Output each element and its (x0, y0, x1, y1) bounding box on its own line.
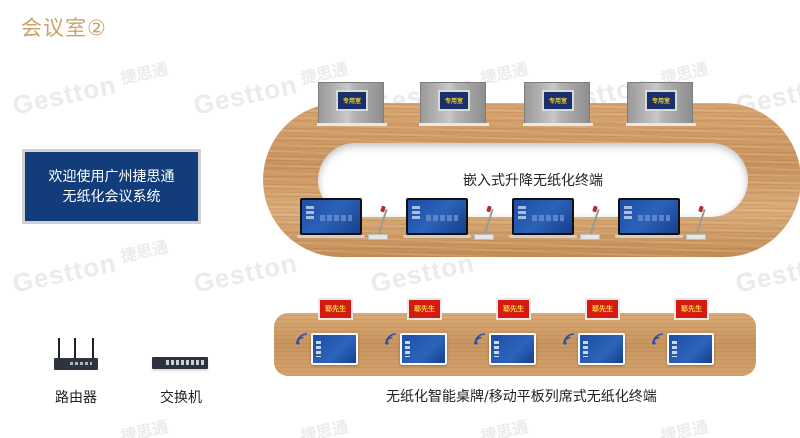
wifi-icon (474, 333, 486, 345)
laptop-terminal (297, 198, 365, 238)
lift-monitor-screen: 专用室 (438, 90, 470, 111)
microphone-icon (474, 205, 494, 240)
switch-label: 交换机 (160, 390, 202, 406)
wifi-icon (296, 333, 308, 345)
smart-nameplate: 耶先生 (318, 298, 353, 320)
welcome-screen: 欢迎使用广州捷思通 无纸化会议系统 (22, 149, 201, 224)
mobile-tablet (311, 333, 358, 365)
laptop-terminal (509, 198, 577, 238)
mobile-tablet (578, 333, 625, 365)
microphone-icon (368, 205, 388, 240)
lift-monitor: 专用室 (419, 82, 489, 126)
smart-nameplate: 耶先生 (407, 298, 442, 320)
watermark-cn: 捷思通 (118, 417, 170, 438)
smart-nameplate: 耶先生 (496, 298, 531, 320)
lift-monitor: 专用室 (317, 82, 387, 126)
watermark-gestton: Gestton (732, 247, 800, 299)
watermark-cn: 捷思通 (658, 417, 710, 438)
wifi-icon (652, 333, 664, 345)
mobile-tablet (489, 333, 536, 365)
laptop-screen (620, 200, 678, 233)
mobile-tablet (400, 333, 447, 365)
lift-monitor-screen: 专用室 (336, 90, 368, 111)
mobile-tablet (667, 333, 714, 365)
lift-monitor-base (523, 123, 593, 126)
laptop-terminal (615, 198, 683, 238)
router-icon (54, 338, 98, 370)
watermark-cn: 捷思通 (118, 237, 170, 266)
lift-monitor: 专用室 (523, 82, 593, 126)
lift-monitor-base (317, 123, 387, 126)
smart-nameplate: 耶先生 (585, 298, 620, 320)
watermark-gestton: Gestton (190, 69, 301, 121)
laptop-screen (514, 200, 572, 233)
lift-monitor-base (419, 123, 489, 126)
welcome-line-1: 欢迎使用广州捷思通 (48, 168, 175, 185)
watermark-cn: 捷思通 (478, 417, 530, 438)
wifi-icon (385, 333, 397, 345)
laptop-screen (408, 200, 466, 233)
laptop-terminal (403, 198, 471, 238)
lift-monitor-screen: 专用室 (645, 90, 677, 111)
lift-monitor-screen: 专用室 (542, 90, 574, 111)
welcome-line-2: 无纸化会议系统 (62, 188, 161, 205)
lift-monitor-base (626, 123, 696, 126)
switch-icon (152, 357, 208, 369)
page-title: 会议室② (21, 16, 107, 40)
wifi-icon (563, 333, 575, 345)
tablet-screen (580, 335, 623, 363)
watermark-gestton: Gestton (9, 69, 120, 121)
tablet-screen (313, 335, 356, 363)
watermark-cn: 捷思通 (118, 59, 170, 88)
lift-monitor: 专用室 (626, 82, 696, 126)
router-label: 路由器 (55, 390, 97, 406)
laptop-screen (302, 200, 360, 233)
watermark-gestton: Gestton (9, 247, 120, 299)
oval-table-label: 嵌入式升降无纸化终端 (463, 173, 603, 189)
smart-nameplate: 耶先生 (674, 298, 709, 320)
watermark-cn: 捷思通 (298, 417, 350, 438)
tablet-screen (491, 335, 534, 363)
microphone-icon (686, 205, 706, 240)
microphone-icon (580, 205, 600, 240)
tablet-screen (402, 335, 445, 363)
long-table-label: 无纸化智能桌牌/移动平板列席式无纸化终端 (386, 389, 657, 405)
watermark-gestton: Gestton (190, 247, 301, 299)
tablet-screen (669, 335, 712, 363)
